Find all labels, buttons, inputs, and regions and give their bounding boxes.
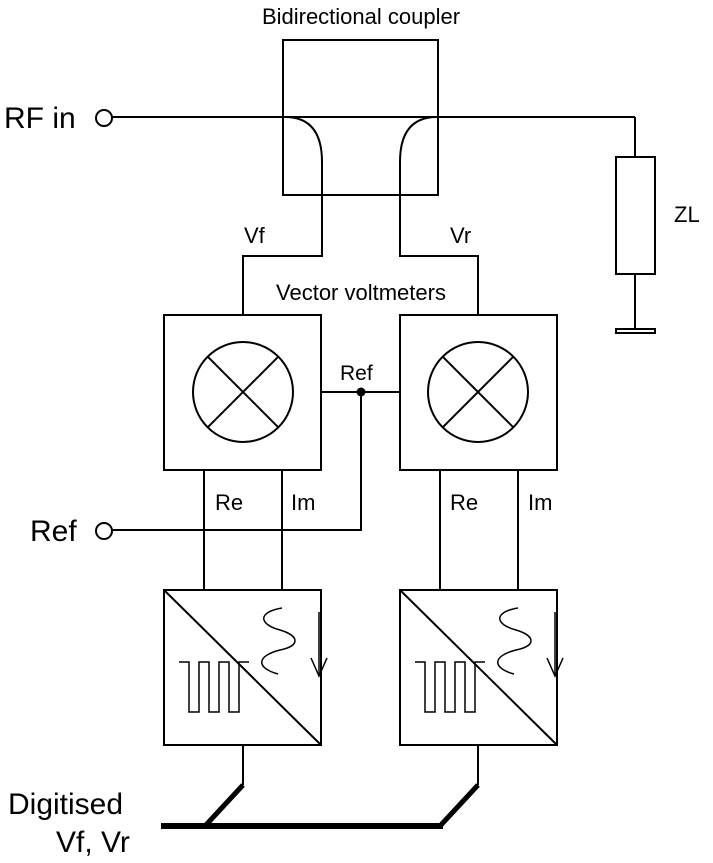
adc-left-sine-icon xyxy=(261,607,296,675)
im-right-label: Im xyxy=(528,490,552,515)
output-label-line1: Digitised xyxy=(8,788,123,821)
adc-right xyxy=(399,589,564,746)
bus-tap-left xyxy=(203,783,245,828)
rf-in-terminal xyxy=(95,109,113,127)
ref-feed-wire xyxy=(112,392,362,531)
adc-right-sine-icon xyxy=(497,607,532,675)
bus-tap-right xyxy=(438,783,480,828)
ref-input-terminal xyxy=(95,522,113,540)
load-label: ZL xyxy=(674,202,700,227)
vector-voltmeter-left xyxy=(163,314,322,471)
adc-left-arrow-icon xyxy=(310,657,328,678)
re-left-label: Re xyxy=(215,490,243,515)
vf-label: Vf xyxy=(244,223,266,248)
ref-node-label: Ref xyxy=(340,362,373,385)
vr-label: Vr xyxy=(450,223,471,248)
ref-input-label: Ref xyxy=(30,515,77,548)
adc-left-pulse-icon xyxy=(179,661,249,713)
load-resistor xyxy=(615,117,656,334)
adc-right-arrow-icon xyxy=(546,657,564,678)
rf-in-label: RF in xyxy=(4,102,76,135)
vr-wire xyxy=(399,252,479,315)
adc-right-pulse-icon xyxy=(415,661,485,713)
output-label-line2: Vf, Vr xyxy=(56,826,130,859)
im-left-label: Im xyxy=(291,490,315,515)
vector-voltmeter-right xyxy=(399,314,558,471)
bidirectional-coupler xyxy=(282,39,439,252)
re-right-label: Re xyxy=(450,490,478,515)
coupler-label: Bidirectional coupler xyxy=(262,4,460,29)
vf-wire xyxy=(242,252,323,315)
vector-voltmeters-label: Vector voltmeters xyxy=(276,280,446,305)
adc-left xyxy=(163,589,328,746)
